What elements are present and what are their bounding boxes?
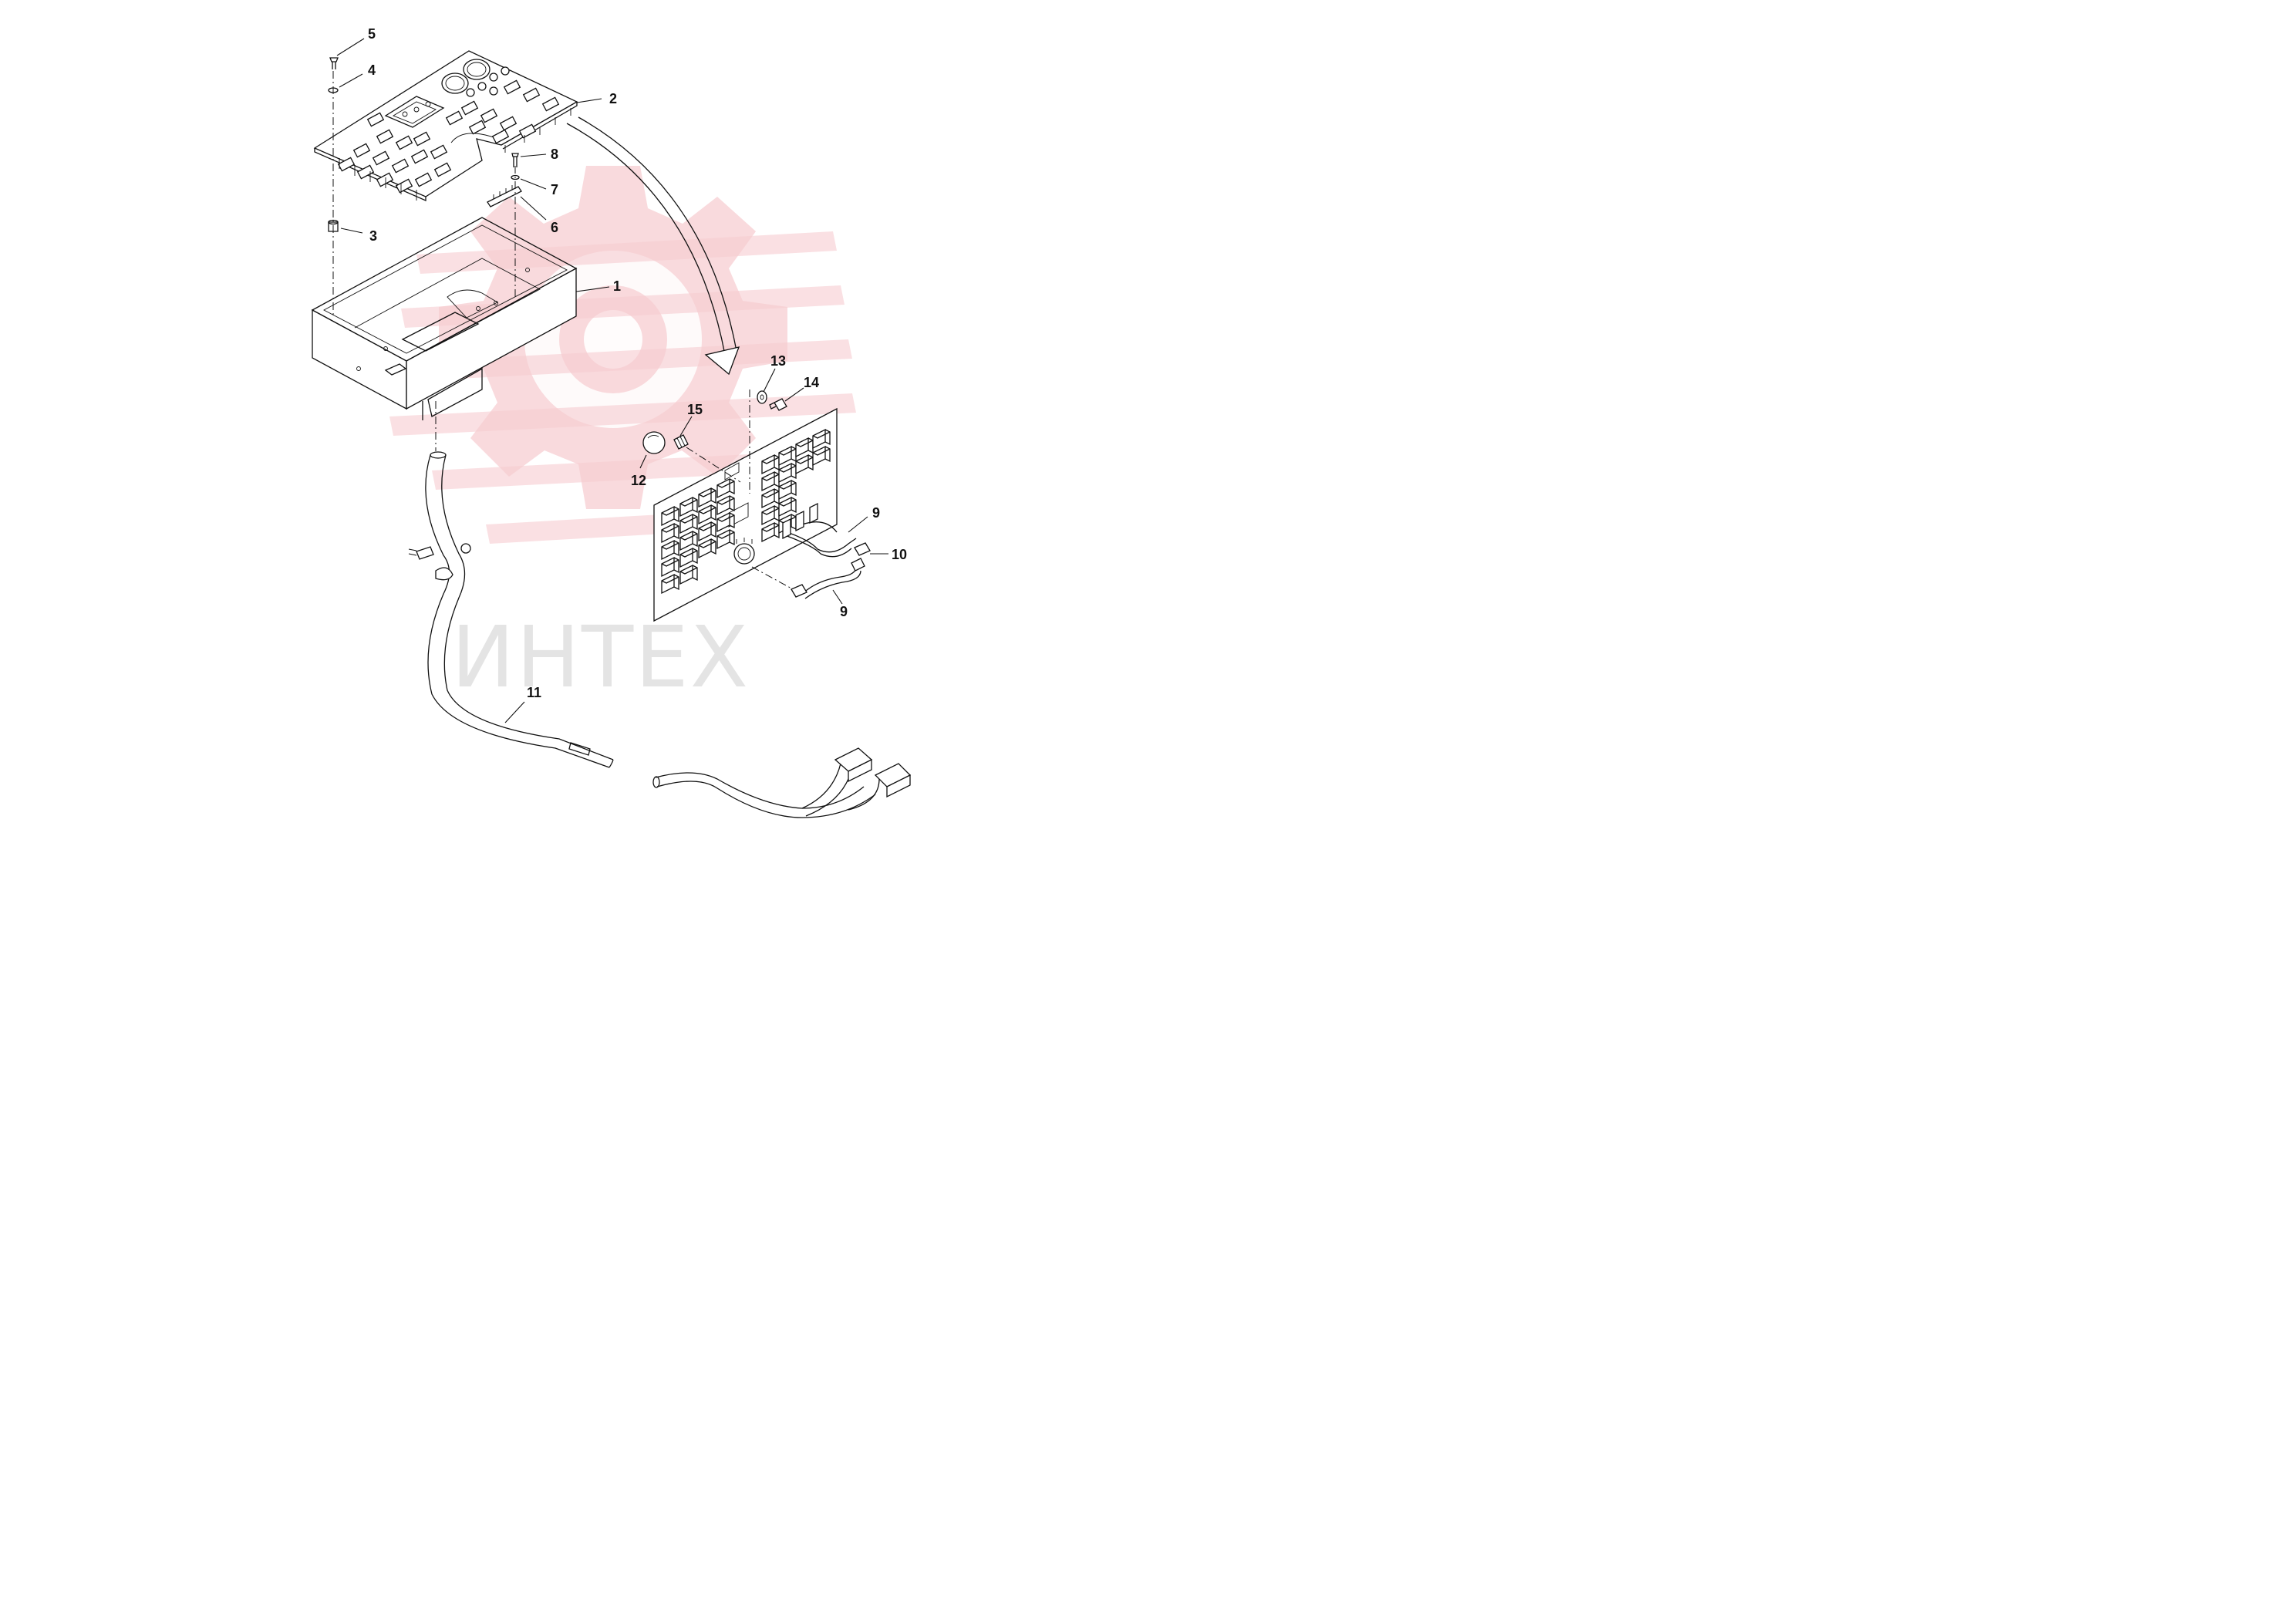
relay-module [698, 521, 716, 542]
relay-module [812, 428, 831, 450]
sub-harness [782, 502, 871, 599]
callout-7: 7 [551, 182, 558, 197]
relay-module [778, 496, 797, 518]
relay-module [661, 556, 679, 578]
relay-module [716, 528, 735, 550]
callout-9-lower: 9 [840, 604, 848, 619]
relay-module [679, 530, 698, 551]
relay-module [812, 445, 831, 467]
relay-module [679, 513, 698, 534]
callout-9-upper: 9 [872, 505, 880, 521]
callouts: 1 2 3 4 5 6 7 8 9 9 10 11 12 13 14 15 [368, 26, 907, 700]
wiring-harness [408, 401, 912, 818]
fasteners-left [328, 57, 339, 316]
relay-module [716, 477, 735, 499]
callout-15: 15 [687, 402, 703, 417]
relay-module [679, 564, 698, 585]
relay-module [716, 511, 735, 533]
relay-module [716, 494, 735, 516]
gear-watermark-inner [524, 251, 702, 428]
console-housing [311, 217, 578, 420]
callout-8: 8 [551, 147, 558, 162]
relay-module [778, 445, 797, 467]
relay-module [661, 573, 679, 595]
instrument-panel [313, 50, 578, 201]
relay-module [661, 522, 679, 544]
relay-module [661, 505, 679, 527]
callout-11: 11 [527, 685, 541, 700]
callout-14: 14 [804, 375, 819, 390]
relay-module [698, 504, 716, 525]
relay-module [778, 479, 797, 501]
relay-module [698, 487, 716, 508]
watermark-text: ИНТЕХ [451, 608, 750, 706]
callout-6: 6 [551, 220, 558, 235]
parts-diagram: ИНТЕХ [311, 26, 912, 818]
callout-12: 12 [631, 473, 646, 488]
callout-1: 1 [613, 278, 621, 294]
callout-3: 3 [369, 228, 377, 244]
screw-washer [757, 390, 787, 411]
relay-module [661, 539, 679, 561]
relay-module [778, 462, 797, 484]
callout-13: 13 [770, 353, 786, 369]
relay-board [653, 389, 838, 622]
fasteners-right [487, 153, 522, 297]
callout-2: 2 [609, 91, 617, 106]
transfer-arrow [566, 116, 740, 376]
leader-lines [336, 38, 888, 723]
callout-4: 4 [368, 62, 376, 78]
relay-modules [661, 428, 831, 595]
relay-module [761, 470, 780, 492]
relay-module [679, 496, 698, 518]
relay-module [761, 454, 780, 475]
relay-module [679, 547, 698, 568]
callout-5: 5 [368, 26, 376, 42]
relay-module [698, 538, 716, 559]
bulb-socket [673, 434, 689, 450]
ball-knob [642, 431, 666, 454]
callout-10: 10 [892, 547, 907, 562]
